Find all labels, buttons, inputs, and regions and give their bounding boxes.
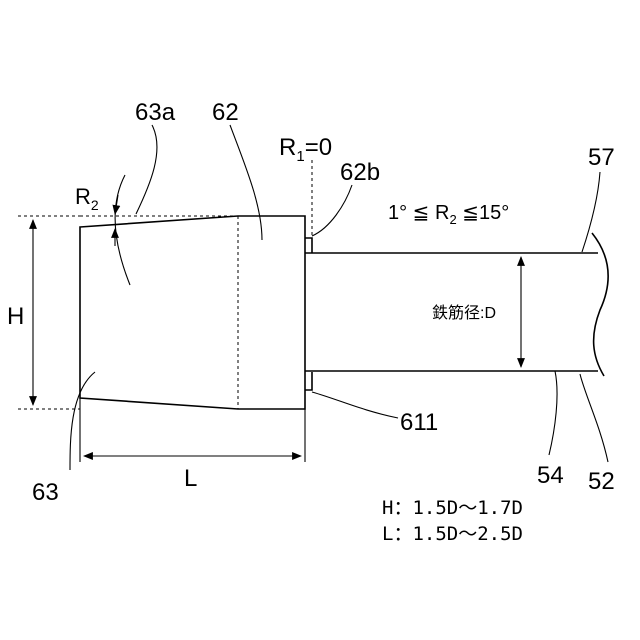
leader-54 <box>549 371 557 455</box>
formula-h-range: H：1.5D～1.7D <box>382 497 523 519</box>
label-611: 611 <box>400 409 438 436</box>
label-54: 54 <box>537 462 564 489</box>
label-r1: R1=0 <box>279 134 332 165</box>
label-l: L <box>184 465 197 492</box>
leader-62 <box>230 125 262 240</box>
label-63a: 63a <box>135 99 176 126</box>
head-outline <box>80 216 305 409</box>
leader-62b <box>312 185 352 236</box>
r2-angle-arc <box>115 175 130 285</box>
label-r2: R2 <box>75 184 99 213</box>
label-63: 63 <box>32 479 59 506</box>
neck-upper-fillet <box>305 238 312 253</box>
label-h: H <box>7 303 24 330</box>
leader-611 <box>312 392 398 418</box>
rebar-break-line <box>592 233 608 376</box>
label-62: 62 <box>212 99 239 126</box>
formula-l-range: L：1.5D～2.5D <box>382 523 523 545</box>
label-57: 57 <box>588 144 615 171</box>
neck-lower-fillet <box>305 372 312 390</box>
formula-rebar-diameter: 鉄筋径:D <box>432 304 496 322</box>
label-62b: 62b <box>340 159 380 186</box>
label-52: 52 <box>588 468 615 495</box>
formula-r2-range: 1° ≦ R2 ≦15° <box>388 202 509 227</box>
leader-52 <box>580 374 608 462</box>
leader-63a <box>136 125 157 214</box>
leader-63 <box>70 372 95 470</box>
